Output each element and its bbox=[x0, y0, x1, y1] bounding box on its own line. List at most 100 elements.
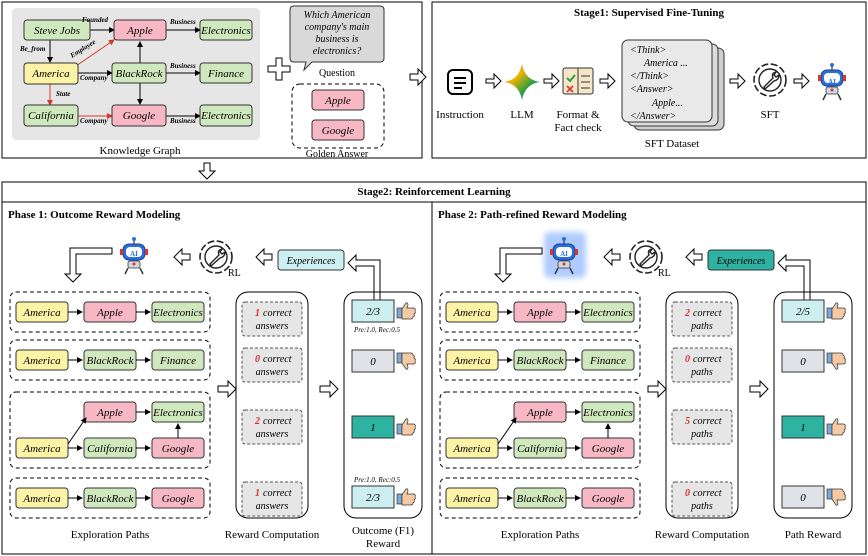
phase2-path2-node-1-label: America bbox=[452, 355, 491, 367]
phase2-reward-value-1: 2/5 bbox=[796, 306, 811, 318]
phase1-path-group-4 bbox=[9, 477, 211, 519]
phase2-path3-node-california-label: California bbox=[517, 443, 563, 455]
phase1-reward-value-box-4 bbox=[351, 485, 395, 509]
question-bubble bbox=[289, 5, 385, 72]
phase1-count-box-2 bbox=[241, 347, 303, 383]
phase2-path-group-4 bbox=[439, 477, 641, 519]
plus-icon bbox=[267, 57, 291, 81]
phase2-path2-node-3 bbox=[581, 349, 635, 371]
phase2-robot-badge: AI bbox=[560, 250, 568, 258]
arrow-format-dataset bbox=[599, 72, 616, 90]
phase1-experiences-box bbox=[277, 249, 345, 271]
phase2-count-number-3: 5 bbox=[685, 416, 690, 427]
phase2-path3-node-apple-label: Apple bbox=[526, 407, 553, 419]
phase2-path2-node-2-label: BlackRock bbox=[516, 355, 564, 367]
phase2-path3-node-electronics bbox=[581, 401, 635, 423]
edge-label-be-from: Be_from bbox=[19, 45, 46, 53]
phase2-path4-node-1-label: America bbox=[452, 493, 491, 505]
phase2-path1-node-2-label: Apple bbox=[526, 307, 553, 319]
stage1-title: Stage1: Supervised Fine-Tuning bbox=[574, 7, 724, 19]
question-label: Question bbox=[319, 68, 355, 79]
phase1-pr-top: Pre:1.0, Rec:0.5 bbox=[353, 326, 400, 334]
edge-label-business-1: Business bbox=[169, 18, 196, 26]
phase2-count-word-2-2: paths bbox=[690, 367, 713, 378]
phase2-path3-node-electronics-label: Electronics bbox=[582, 407, 633, 419]
phase2-arrow-paths-reward bbox=[647, 379, 667, 399]
phase2-path-group-2 bbox=[439, 339, 641, 381]
phase2-reward-value-4: 0 bbox=[800, 492, 806, 504]
kg-node-blackrock bbox=[111, 62, 167, 84]
phase1-reward-value-3: 1 bbox=[370, 422, 376, 434]
kg-node-steve-jobs-label: Steve Jobs bbox=[34, 25, 80, 37]
phase2-path3-node-america-label: America bbox=[452, 443, 491, 455]
phase1-arrow-exp-gear bbox=[255, 247, 273, 267]
phase1-path1-node-1-label: America bbox=[22, 307, 61, 319]
phase1-reward-computation-label: Reward Computation bbox=[225, 529, 320, 541]
kg-node-electronics-1 bbox=[199, 19, 253, 41]
phase1-path1-node-3 bbox=[151, 301, 205, 323]
phase2-path1-node-3-label: Electronics bbox=[582, 307, 633, 319]
phase2-path-group-3 bbox=[439, 391, 641, 469]
phase1-arrow-paths-reward bbox=[217, 379, 237, 399]
phase1-path3-node-america-label: America bbox=[22, 443, 61, 455]
kg-node-apple-label: Apple bbox=[126, 25, 153, 37]
sft-robot-badge: AI bbox=[828, 78, 836, 86]
phase1-path1-node-3-label: Electronics bbox=[152, 307, 203, 319]
phase1-reward-computation-box bbox=[235, 291, 309, 519]
phase1-path3-node-electronics bbox=[151, 401, 205, 423]
phase1-count-word-1-1: correct bbox=[263, 308, 292, 319]
format-label-line-1: Format & bbox=[556, 109, 600, 121]
sft-dataset-line-2: America ... bbox=[643, 58, 688, 69]
phase2-path4-node-3-label: Google bbox=[592, 493, 625, 505]
kg-node-finance bbox=[199, 62, 253, 84]
phase2-count-word-1-3: correct bbox=[693, 416, 722, 427]
phase2-arrow-gear-robot bbox=[603, 247, 621, 267]
phase2-rl-label: RL bbox=[658, 268, 671, 279]
phase2-experiences-box bbox=[707, 249, 775, 271]
format-label-line-2: Fact check bbox=[554, 122, 602, 134]
phase2-reward-computation-label: Reward Computation bbox=[655, 529, 750, 541]
phase1-reward-value-box-1 bbox=[351, 299, 395, 323]
arrow-instruction-llm bbox=[485, 72, 502, 90]
golden-answer-google bbox=[311, 119, 365, 141]
phase1-path3-node-california-label: California bbox=[87, 443, 133, 455]
phase1-pr-bottom: Pre:1.0, Rec:0.5 bbox=[353, 476, 400, 484]
phase1-path4-node-3 bbox=[151, 487, 205, 509]
question-line-2: company's main bbox=[305, 22, 370, 33]
phase2-arrow-reward-to-values bbox=[749, 379, 769, 399]
phase1-path4-node-1-label: America bbox=[22, 493, 61, 505]
phase1-count-box-3 bbox=[241, 409, 303, 445]
phase2-reward-value-box-2 bbox=[781, 349, 825, 373]
phase2-reward-value-box-1 bbox=[781, 299, 825, 323]
arrow-llm-format bbox=[543, 72, 560, 90]
phase1-path-group-1 bbox=[9, 291, 211, 333]
sft-dataset-line-6: </Answer> bbox=[630, 111, 676, 122]
phase2-count-box-4 bbox=[671, 481, 733, 517]
phase1-rl-label: RL bbox=[228, 268, 241, 279]
llm-label: LLM bbox=[510, 109, 533, 121]
kg-caption: Knowledge Graph bbox=[100, 145, 181, 157]
phase2-path1-node-3 bbox=[581, 301, 635, 323]
phase1-reward-value-box-2 bbox=[351, 349, 395, 373]
golden-answer-apple-label: Apple bbox=[324, 95, 351, 107]
kg-node-electronics-2 bbox=[199, 104, 253, 127]
phase1-count-word-2-4: answers bbox=[256, 501, 289, 512]
golden-answer-google-label: Google bbox=[322, 125, 355, 137]
phase2-experiences-label: Experiences bbox=[716, 256, 766, 267]
sft-dataset-line-4: <Answer> bbox=[630, 84, 674, 95]
phase2-count-box-1 bbox=[671, 301, 733, 337]
edge-label-business-3: Business bbox=[169, 117, 196, 125]
phase2-path1-node-1-label: America bbox=[452, 307, 491, 319]
phase1-experiences-label: Experiences bbox=[286, 256, 336, 267]
golden-answer-apple bbox=[311, 89, 365, 111]
edge-label-company-2: Company bbox=[80, 117, 109, 125]
edge-label-state: State bbox=[56, 90, 70, 98]
edge-label-business-2: Business bbox=[169, 62, 196, 70]
phase2-arrow-exp-gear bbox=[685, 247, 703, 267]
phase1-arrow-robot-paths bbox=[63, 247, 113, 283]
phase1-path2-node-1-label: America bbox=[22, 355, 61, 367]
phase1-count-word-1-2: correct bbox=[263, 354, 292, 365]
phase1-reward-value-4: 2/3 bbox=[366, 492, 381, 504]
phase1-path4-node-2-label: BlackRock bbox=[86, 493, 134, 505]
